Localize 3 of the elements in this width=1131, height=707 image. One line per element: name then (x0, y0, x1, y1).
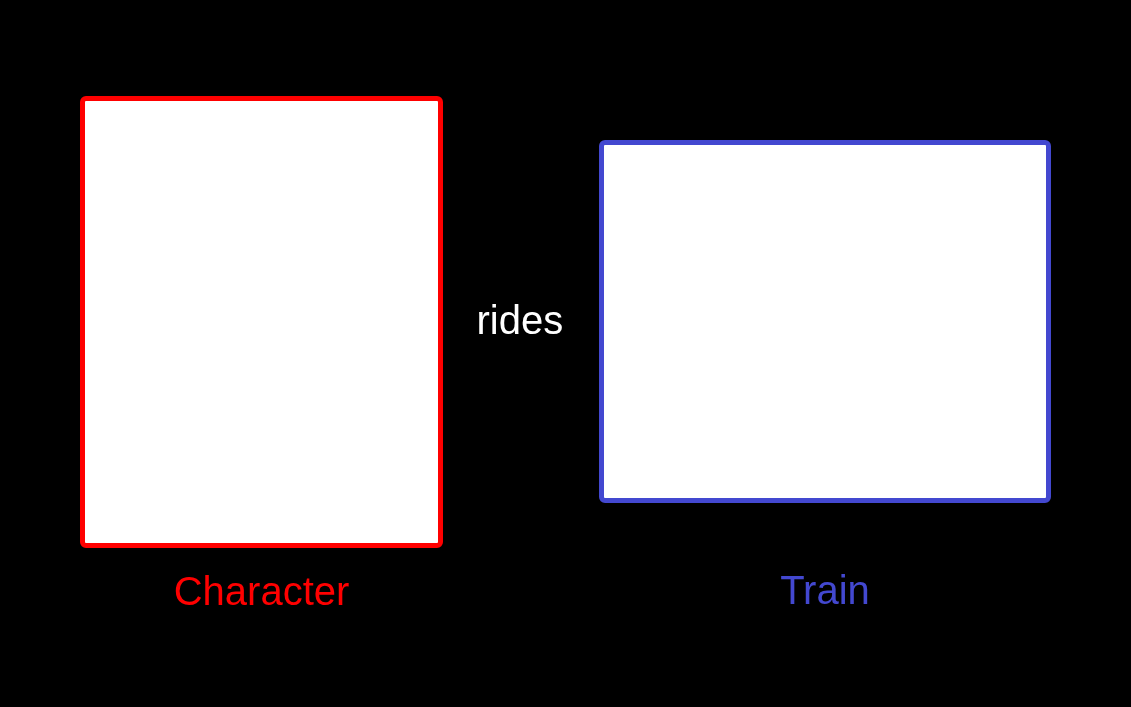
node-caption: Character (173, 568, 350, 614)
relation-label: rides (476, 297, 564, 343)
node-caption: Train (780, 567, 870, 613)
